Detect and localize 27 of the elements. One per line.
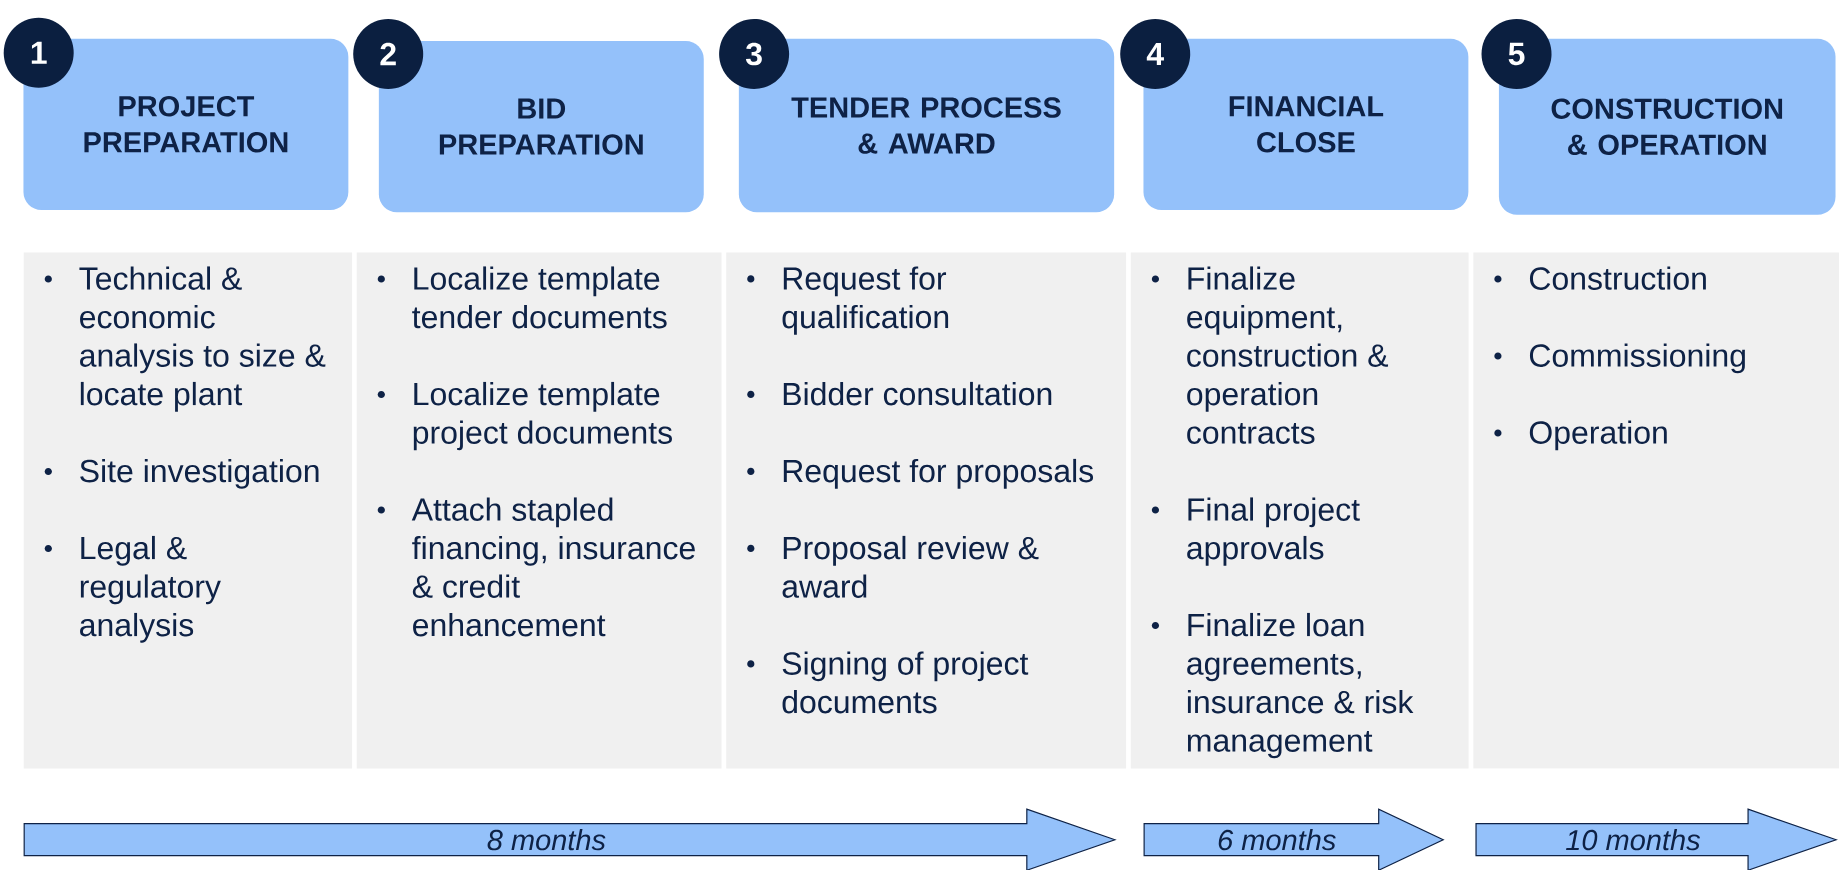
bullet-item: Legal & regulatory analysis <box>44 535 221 643</box>
number-badge: 5 <box>1481 19 1552 89</box>
bullet-item: Attach stapled financing, insurance & credit enhancement <box>377 497 695 637</box>
bullet-item: Localize template tender documents <box>377 266 667 329</box>
bullet-item: Finalize loan agreements, insurance & risk management <box>1151 612 1414 759</box>
list-panel <box>1473 252 1839 769</box>
bullet-item: Request for proposals <box>747 458 1094 489</box>
bullet-item: Request for qualification <box>747 266 949 335</box>
number-badge: 3 <box>719 19 790 89</box>
bullet-item: Construction <box>1494 266 1706 290</box>
bullet-item: Signing of project documents <box>747 651 1029 714</box>
bullet-item: Finalize equipment, construction & operation contracts <box>1151 266 1389 444</box>
number-badge: 4 <box>1120 19 1191 89</box>
list-panel <box>356 252 722 769</box>
bullet-item: Proposal review & award <box>747 535 1039 598</box>
list-panel <box>726 252 1127 769</box>
bullet-item: Localize template project documents <box>377 381 672 451</box>
list-panel <box>1130 252 1469 769</box>
bullet-item: Technical & economic analysis to size & locate plant <box>44 266 326 412</box>
number-badge: 1 <box>3 17 74 88</box>
bullet-item: Final project approvals <box>1151 497 1360 566</box>
list-panel <box>23 252 353 769</box>
bullet-item: Operation <box>1494 420 1667 451</box>
bullet-item: Bidder consultation <box>747 381 1052 406</box>
bullet-item: Commissioning <box>1494 343 1745 374</box>
bullet-item: Site investigation <box>44 458 319 489</box>
number-badge: 2 <box>353 19 424 89</box>
